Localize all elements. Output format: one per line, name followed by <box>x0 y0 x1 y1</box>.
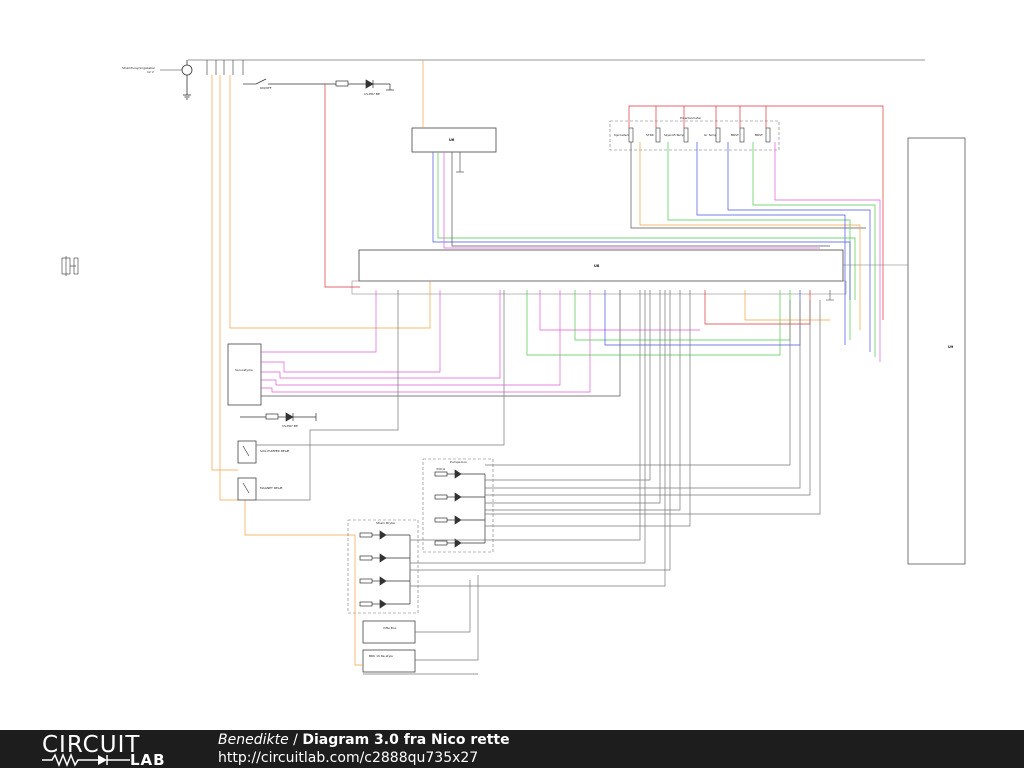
u6-u8-wires <box>422 60 856 300</box>
pot-label-5: BRST <box>755 133 763 137</box>
side-switch <box>61 256 79 276</box>
pumpe-box: Vifte Box <box>362 620 416 644</box>
relay2-label: MAGNET RELÆ <box>260 486 282 490</box>
box4-label: BRK 1S Re-style <box>369 654 393 658</box>
servo-label: Servostyrke <box>235 368 253 372</box>
logo-text-bottom: LAB <box>130 751 166 769</box>
led-group-right-label: Pumpe-box <box>450 460 467 464</box>
pot-label-0: Kjernetemp <box>614 133 632 137</box>
battery-bank <box>206 60 244 75</box>
title-separator: / <box>288 732 303 748</box>
u8-label: U8 <box>594 264 600 268</box>
servo-wires <box>261 290 830 397</box>
led-group-right: Pumpe-box 330 Ω <box>422 458 494 553</box>
diagram-title[interactable]: Diagram 3.0 fra Nico rette <box>302 732 510 748</box>
schematic-canvas: Strømforsyningskabel 12 V ON/OFF CS-ER7 … <box>61 59 966 675</box>
pot-label-3: Gr Temp <box>704 133 717 137</box>
led-group-wires <box>410 290 821 587</box>
pot-label-4: BRST <box>731 133 739 137</box>
logo-text-top: CIRCUIT <box>42 732 141 758</box>
u8-chip: U8 <box>351 249 847 295</box>
relay1-label: SUG PUMPER RELÆ <box>260 449 289 453</box>
servo-led-value: CS-ER7 BE <box>282 424 298 428</box>
switch-label: ON/OFF <box>260 86 272 90</box>
relay-magnet: MAGNET RELÆ <box>237 290 399 501</box>
pot-label-2: Skjeroft-Temp <box>664 133 684 137</box>
power-supply: Strømforsyningskabel 12 V <box>122 60 193 100</box>
u6-label: U6 <box>449 138 455 142</box>
u9-connector: U9 <box>907 137 966 565</box>
box2-label: Vifte Box <box>383 626 397 630</box>
potentiometer-label: Potentiometer <box>680 116 702 120</box>
diagram-title-line: Benedikte / Diagram 3.0 fra Nico rette <box>218 731 510 749</box>
potentiometer-group: Potentiometer Kjernetemp STRK Skjeroft-T… <box>609 116 780 151</box>
servo-box: Servostyrke <box>227 343 262 406</box>
pot-supply-wires <box>628 105 884 362</box>
u9-label: U9 <box>948 345 954 349</box>
footer-bar: CIRCUIT LAB Benedikte / Diagram 3.0 fra … <box>0 730 1024 768</box>
led-top: CS-ER7 BE <box>335 79 394 96</box>
u6-chip: U6 <box>411 127 497 153</box>
u9-wires <box>826 264 908 301</box>
led-group-bottom-label: Strøm Bryter <box>376 521 396 525</box>
led-servo: CS-ER7 BE <box>240 412 317 428</box>
left-power-wires <box>211 75 431 536</box>
bottom-box-wires <box>354 535 479 675</box>
relay-pump: SUG PUMPER RELÆ <box>237 290 505 464</box>
supply-voltage: 12 V <box>147 70 155 74</box>
on-off-switch: ON/OFF <box>243 78 336 90</box>
pot-label-1: STRK <box>646 133 655 137</box>
vifte-box: BRK 1S Re-style <box>362 649 416 673</box>
resistor-diode-logo-icon <box>42 753 130 767</box>
diagram-url[interactable]: http://circuitlab.com/c2888qu735x27 <box>218 750 479 766</box>
top-led-value: CS-ER7 BE <box>364 92 380 96</box>
led-group-right-r: 330 Ω <box>436 467 446 471</box>
circuitlab-logo[interactable]: CIRCUIT LAB <box>42 732 182 769</box>
led-group-bottom: Strøm Bryter <box>347 519 419 614</box>
supply-label: Strømforsyningskabel <box>122 66 155 70</box>
author-link[interactable]: Benedikte <box>218 732 289 748</box>
